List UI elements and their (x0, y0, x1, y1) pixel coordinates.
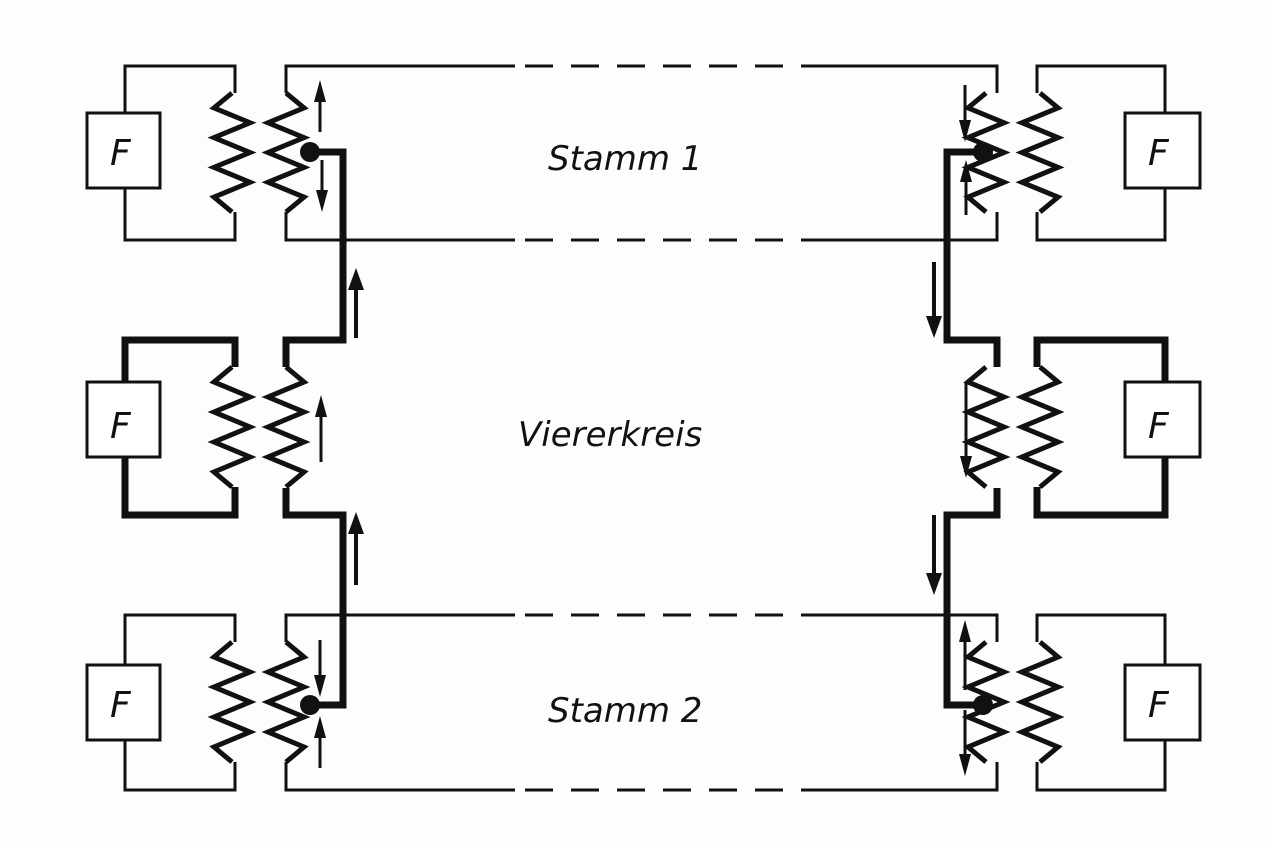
f-device-box (1123, 111, 1202, 190)
f-device-box (85, 380, 162, 459)
device-f-bottom-right: F (1148, 685, 1170, 726)
f-device-box (85, 663, 162, 742)
primary-coil (207, 91, 257, 214)
line-coil (961, 365, 1011, 489)
center-tap-dot (973, 695, 993, 715)
f-loop-right (1035, 740, 1167, 792)
current-arrow-down-head (960, 456, 972, 478)
current-arrow-down-head (316, 190, 328, 212)
phantom-current-arrow-up-head (348, 512, 364, 534)
phantom-current-arrow-up-head (348, 268, 364, 290)
stamm2-wire-a (815, 613, 999, 642)
stamm1-wire-b (284, 212, 515, 242)
label-stamm-1: Stamm 1 (548, 139, 702, 179)
current-arrow-down-head (959, 754, 971, 776)
f-loop-right (1035, 613, 1167, 665)
line-coil (261, 91, 311, 214)
phantom-current-arrow-down-head (926, 316, 942, 338)
f-loop-left (123, 188, 237, 242)
f-device-box (1123, 380, 1202, 459)
device-f-middle-right: F (1148, 406, 1170, 447)
phantom-wire-right-lower (943, 488, 1001, 709)
line-coil (261, 640, 311, 764)
device-f-top-right: F (1148, 133, 1170, 174)
current-arrow-down-head (959, 120, 971, 142)
stamm1-wire-a (815, 64, 999, 93)
label-viererkreis: Viererkreis (518, 415, 702, 455)
primary-coil (207, 640, 257, 764)
primary-coil (1015, 91, 1065, 214)
center-tap-dot (300, 695, 320, 715)
f-loop-left (121, 336, 239, 382)
f-device-box (85, 111, 162, 190)
device-f-top-left: F (110, 133, 132, 174)
f-loop-right (1035, 188, 1167, 242)
stamm1-wire-b (815, 212, 999, 242)
stamm2-wire-b (284, 762, 515, 792)
f-loop-left (123, 613, 237, 665)
line-coil (961, 91, 1011, 214)
phantom-wire-left-lower (282, 488, 347, 709)
center-tap-dot (300, 142, 320, 162)
center-tap-dot (973, 142, 993, 162)
current-arrow-up-head (960, 160, 972, 182)
current-arrow-up-head (315, 395, 327, 417)
current-arrow-up-head (314, 716, 326, 738)
device-f-middle-left: F (110, 406, 132, 447)
stamm2-wire-b (815, 762, 999, 792)
device-f-bottom-left: F (110, 685, 132, 726)
f-loop-right (1033, 336, 1169, 382)
primary-coil (207, 365, 257, 489)
line-coil (961, 640, 1011, 764)
f-loop-left (123, 64, 237, 113)
stamm1-wire-a (284, 64, 515, 93)
primary-coil (1015, 365, 1065, 489)
current-arrow-up-head (959, 620, 971, 642)
phantom-wire-right-upper (943, 148, 1001, 367)
f-loop-right (1035, 64, 1167, 113)
primary-coil (1015, 640, 1065, 764)
line-coil (261, 365, 311, 489)
f-loop-right (1033, 457, 1169, 519)
phantom-current-arrow-down-head (926, 573, 942, 595)
phantom-wire-left-upper (282, 148, 347, 367)
current-arrow-down-head (314, 675, 326, 697)
f-loop-left (121, 457, 239, 519)
current-arrow-up-head (314, 80, 326, 102)
f-device-box (1123, 663, 1202, 742)
label-stamm-2: Stamm 2 (548, 691, 702, 731)
stamm2-wire-a (284, 613, 515, 642)
f-loop-left (123, 740, 237, 792)
